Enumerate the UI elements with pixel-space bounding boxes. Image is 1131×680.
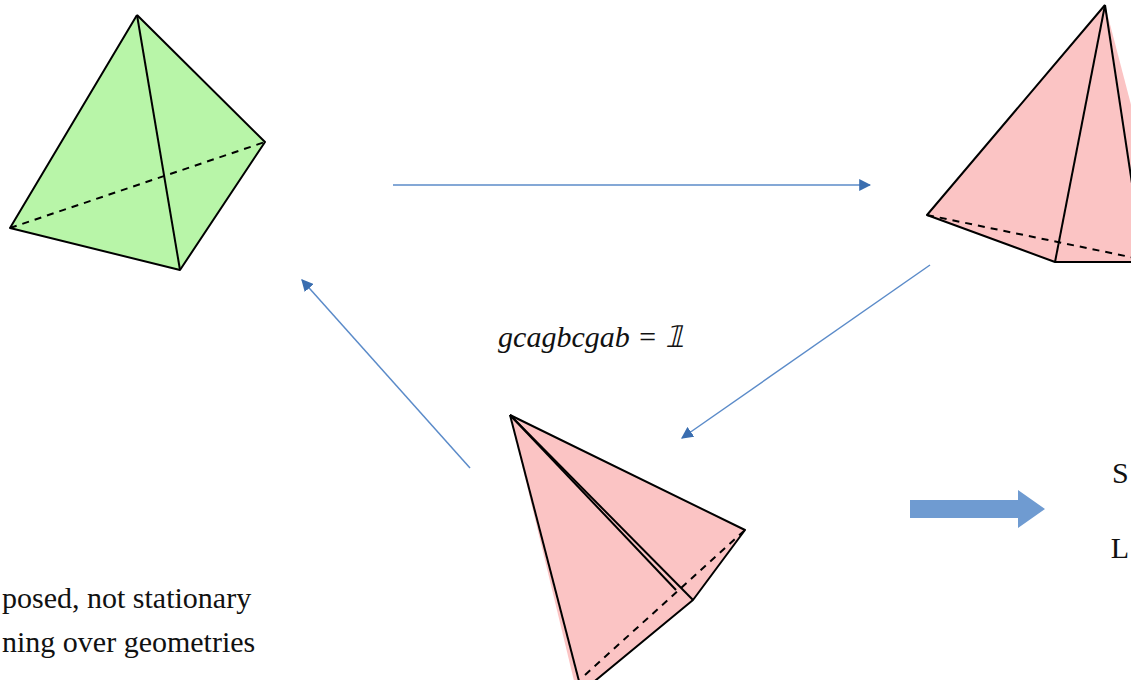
cycle-arrow bbox=[393, 184, 870, 186]
pink-tetrahedron-bottom bbox=[510, 415, 745, 680]
green-tetrahedron bbox=[10, 15, 265, 270]
cycle-arrow bbox=[302, 280, 470, 468]
cut-text: L bbox=[1111, 533, 1129, 563]
cut-text: S bbox=[1112, 458, 1129, 488]
block-arrow bbox=[910, 490, 1045, 528]
caption-fragment: posed, not stationary bbox=[2, 583, 251, 613]
caption-fragment: ning over geometries bbox=[2, 627, 255, 657]
pink-tetrahedron-top bbox=[927, 5, 1131, 262]
holonomy-formula: gcagbcgab = 𝟙 bbox=[498, 322, 684, 352]
cycle-arrow bbox=[682, 265, 930, 438]
